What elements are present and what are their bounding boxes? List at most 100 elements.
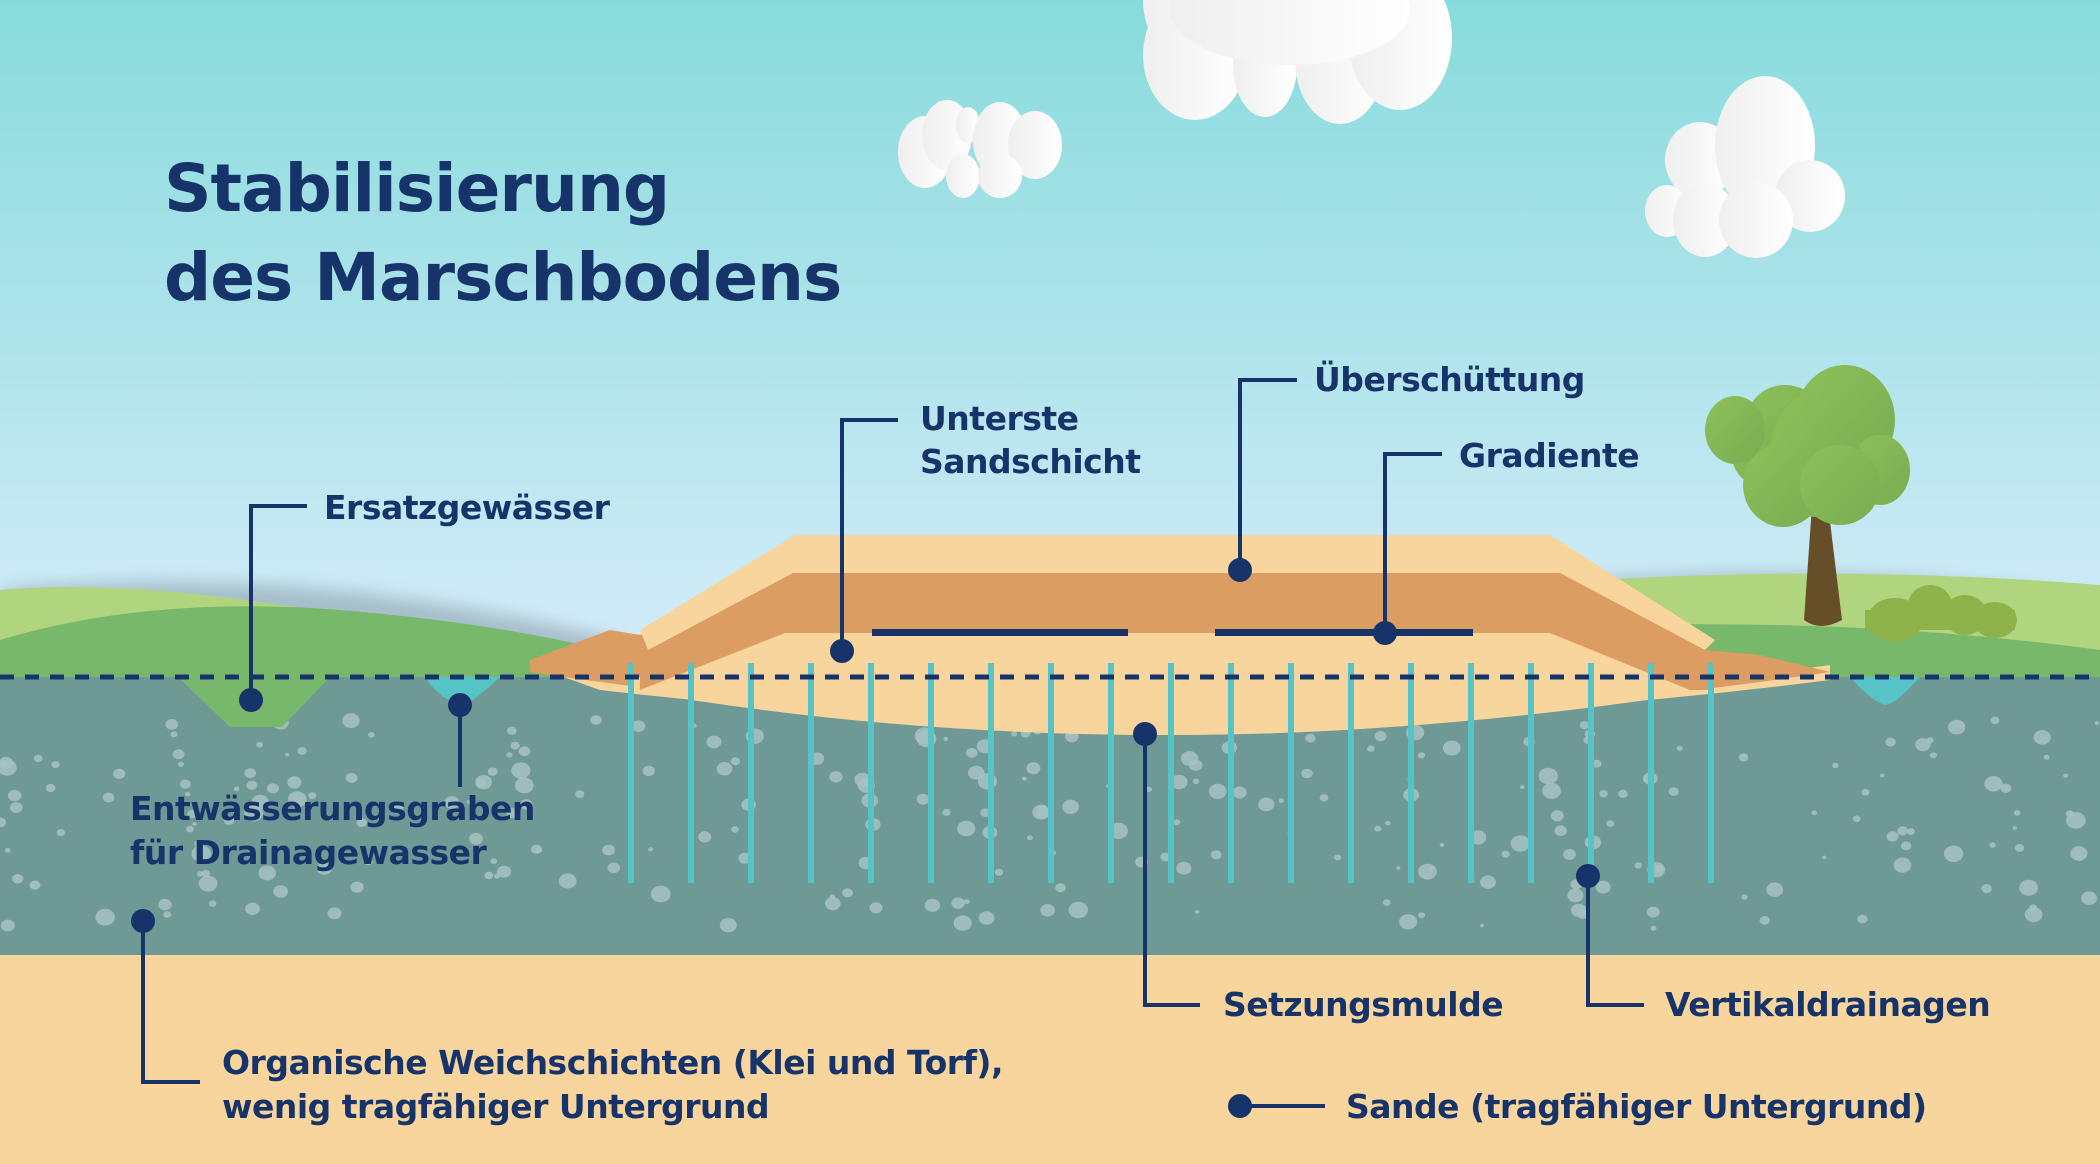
pebble: [316, 862, 332, 875]
pebble: [2033, 730, 2051, 745]
leader-ersatzgewaesser: [249, 504, 307, 700]
pebble: [2000, 783, 2012, 793]
pebble: [1145, 786, 1153, 793]
pebble: [342, 713, 360, 728]
pebble: [1650, 925, 1657, 931]
pebble: [487, 767, 498, 776]
pebble: [2029, 904, 2037, 911]
gradient-line: [1215, 629, 1473, 636]
pebble: [466, 800, 472, 804]
pebble: [1176, 861, 1192, 875]
pebble: [1258, 797, 1275, 812]
pebble: [1900, 841, 1912, 851]
pebble: [1668, 787, 1679, 796]
pebble: [2013, 810, 2021, 816]
pebble: [1418, 912, 1425, 919]
pebble: [1990, 716, 2000, 725]
pebble: [1055, 883, 1066, 893]
pebble: [198, 875, 218, 892]
pebble: [484, 871, 494, 880]
label-unterste-sandschicht-2[interactable]: Sandschicht: [920, 442, 1142, 481]
pebble: [297, 747, 307, 755]
pebble: [308, 792, 317, 800]
pebble: [245, 902, 260, 915]
pebble: [95, 908, 115, 926]
cloud-icon: [898, 100, 1062, 198]
pebble: [102, 792, 115, 803]
pebble: [0, 919, 15, 932]
pebble: [1741, 894, 1748, 900]
pebble: [1618, 789, 1628, 799]
pebble: [113, 768, 126, 780]
label-ersatzgewaesser[interactable]: Ersatzgewässer: [324, 488, 611, 527]
pebble: [558, 873, 577, 889]
pebble: [2014, 843, 2025, 852]
label-entwaesserungsgraben-2[interactable]: für Drainagewasser: [130, 833, 488, 872]
pebble: [957, 820, 976, 837]
pebble: [177, 761, 184, 767]
label-organische-1[interactable]: Organische Weichschichten (Klei und Torf…: [222, 1043, 1004, 1082]
pebble: [1180, 751, 1199, 766]
label-gradiente[interactable]: Gradiente: [1459, 436, 1640, 475]
pebble: [648, 847, 654, 852]
pebble: [2094, 721, 2100, 725]
pebble: [5, 847, 11, 853]
label-entwaesserungsgraben-1[interactable]: Entwässerungsgraben: [130, 789, 535, 828]
pebble: [1510, 835, 1531, 852]
dike-overfill-layer: [640, 535, 1715, 650]
pebble: [994, 868, 1004, 876]
label-ueberschuettung[interactable]: Überschüttung: [1314, 359, 1585, 399]
pebble: [12, 874, 24, 884]
pebble: [1550, 810, 1564, 822]
pebble: [650, 885, 671, 903]
pebble: [514, 777, 534, 794]
pebble: [518, 746, 531, 757]
pebble: [0, 817, 6, 828]
pebble: [1170, 774, 1188, 790]
dike-core-layer: [640, 573, 1713, 690]
label-organische-2[interactable]: wenig tragfähiger Untergrund: [222, 1087, 770, 1126]
pebble: [1646, 906, 1660, 918]
pebble: [1759, 915, 1770, 925]
pebble: [233, 786, 240, 792]
pebble: [1567, 888, 1584, 903]
pebble: [1278, 798, 1285, 803]
pebble: [1857, 914, 1868, 924]
pebble: [345, 772, 358, 783]
pebble: [1563, 849, 1576, 860]
pebble: [1906, 828, 1915, 835]
pebble: [1040, 904, 1055, 917]
pebble: [1195, 910, 1200, 914]
label-sande[interactable]: Sande (tragfähiger Untergrund): [1346, 1087, 1927, 1126]
pebble: [590, 715, 602, 725]
pebble: [2070, 846, 2088, 861]
pebble: [469, 832, 483, 845]
pebble: [869, 902, 883, 914]
pebble: [0, 759, 17, 776]
marker-gradiente: [1373, 621, 1397, 645]
label-unterste-sandschicht-1[interactable]: Unterste: [920, 399, 1079, 438]
pebble: [51, 761, 60, 769]
pebble: [1943, 845, 1964, 863]
pebble: [244, 768, 256, 779]
pebble: [1062, 799, 1080, 814]
pebble: [1026, 762, 1041, 775]
pebble: [1210, 850, 1222, 860]
vertical-drains: [628, 663, 1714, 883]
pebble: [511, 762, 531, 779]
pebble: [285, 752, 289, 757]
pebble: [444, 796, 460, 809]
pebble: [964, 899, 970, 905]
pebble: [1832, 762, 1839, 769]
marker-vertikaldrainagen: [1576, 864, 1600, 888]
pebble: [706, 735, 722, 749]
pebble: [350, 881, 364, 893]
pebble: [1319, 794, 1329, 802]
label-vertikaldrainagen[interactable]: Vertikaldrainagen: [1665, 985, 1991, 1024]
pebble: [1520, 785, 1525, 790]
pebble: [1599, 790, 1608, 798]
label-setzungsmulde[interactable]: Setzungsmulde: [1223, 985, 1504, 1024]
pebble: [631, 720, 646, 732]
leader-organische-weichschichten: [141, 921, 200, 1084]
pebble: [2066, 812, 2086, 829]
